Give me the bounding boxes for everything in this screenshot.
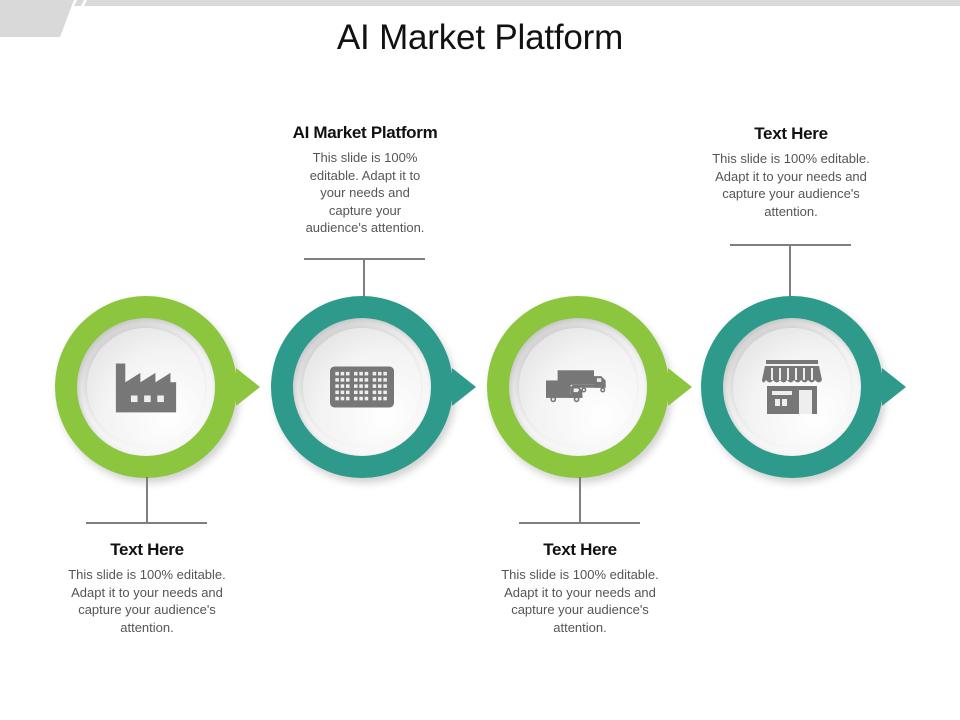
storefront-icon [760, 355, 824, 419]
step-4-heading: Text Here [754, 124, 828, 143]
step-1-text: Text Here This slide is 100% editable. A… [62, 540, 232, 636]
step-2-connector-vertical [363, 258, 365, 298]
factory-icon [114, 355, 178, 419]
step-2-arrow [452, 368, 476, 406]
step-1-ring [55, 296, 237, 478]
corner-decoration [0, 0, 74, 37]
step-3-arrow [668, 368, 692, 406]
step-1-connector-horizontal [86, 522, 207, 524]
corner-stripe-decoration [74, 0, 84, 6]
step-2-ring [271, 296, 453, 478]
step-4-body: This slide is 100% editable. Adapt it to… [712, 151, 870, 219]
step-3-heading: Text Here [543, 540, 617, 559]
step-3-text: Text Here This slide is 100% editable. A… [495, 540, 665, 636]
step-2-body: This slide is 100% editable. Adapt it to… [305, 150, 425, 235]
step-3-connector-horizontal [519, 522, 640, 524]
trucks-icon [546, 355, 610, 419]
step-1-body: This slide is 100% editable. Adapt it to… [68, 567, 226, 635]
step-3-body: This slide is 100% editable. Adapt it to… [501, 567, 659, 635]
keyboard-grid-icon [330, 355, 394, 419]
step-1-heading: Text Here [110, 540, 184, 559]
step-4-text: Text Here This slide is 100% editable. A… [706, 124, 876, 220]
step-1-arrow [236, 368, 260, 406]
top-bar-decoration [84, 0, 960, 6]
step-4-connector-vertical [789, 244, 791, 298]
step-2-text: AI Market Platform This slide is 100% ed… [276, 123, 454, 237]
step-4-ring [701, 296, 883, 478]
step-1-connector-vertical [146, 477, 148, 523]
step-3-ring [487, 296, 669, 478]
step-4-arrow [882, 368, 906, 406]
step-2-heading: AI Market Platform [292, 123, 438, 142]
step-3-connector-vertical [579, 477, 581, 523]
slide-title: AI Market Platform [336, 18, 624, 57]
